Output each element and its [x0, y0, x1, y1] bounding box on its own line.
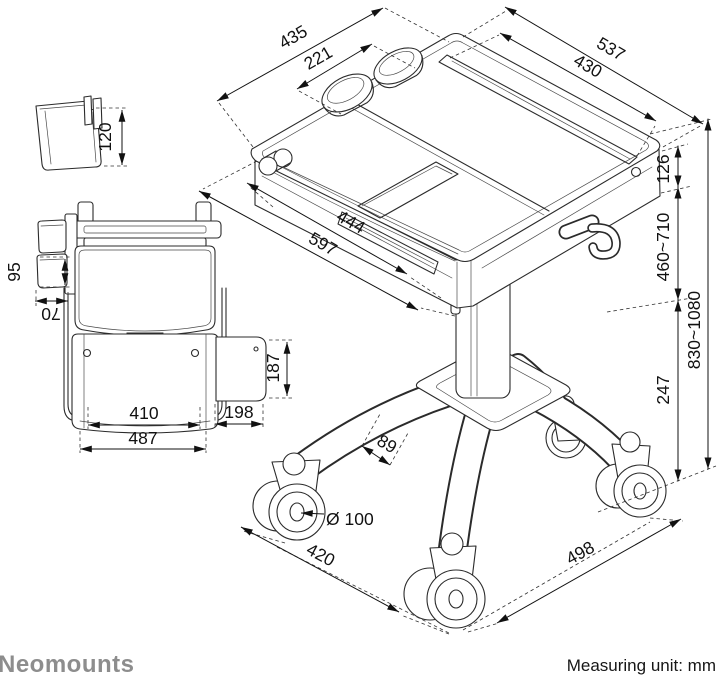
caster-right [595, 431, 667, 518]
measuring-unit-label: Measuring unit: mm [567, 656, 716, 675]
dim-caster-diameter: Ø 100 [326, 509, 374, 529]
dimension-annotations: 120 95 70 187 410 198 487 435 221 537 43… [4, 6, 713, 635]
caster-left [252, 452, 326, 541]
dim-bin-height: 95 [4, 262, 24, 281]
dim-bin-depth: 70 [41, 304, 61, 324]
hook-handle [558, 214, 621, 260]
dim-wheelbase-left: 420 [303, 539, 338, 570]
caster-front [403, 532, 486, 629]
dim-basket-height: 120 [95, 122, 115, 151]
dim-front-panel-height: 126 [653, 154, 673, 183]
dim-overall-height-range: 830~1080 [684, 291, 704, 370]
dim-top-depth-total: 435 [275, 21, 310, 53]
dim-rear-module-width: 198 [224, 402, 253, 422]
basket-detail-view [35, 95, 103, 171]
iso-cart-view [250, 32, 717, 634]
side-knob [258, 148, 293, 176]
dim-rear-outer-width: 487 [128, 428, 157, 448]
rear-view [36, 201, 267, 434]
dim-rear-module-height: 187 [263, 353, 283, 382]
dim-rear-inner-width: 410 [129, 403, 158, 423]
dim-top-slot-width: 430 [570, 50, 606, 82]
brand-logo: Neomounts [0, 651, 135, 678]
dim-height-adjust-range: 460~710 [653, 212, 673, 281]
dim-base-column-height: 247 [653, 375, 673, 404]
dim-wheelbase-right: 498 [562, 537, 597, 569]
